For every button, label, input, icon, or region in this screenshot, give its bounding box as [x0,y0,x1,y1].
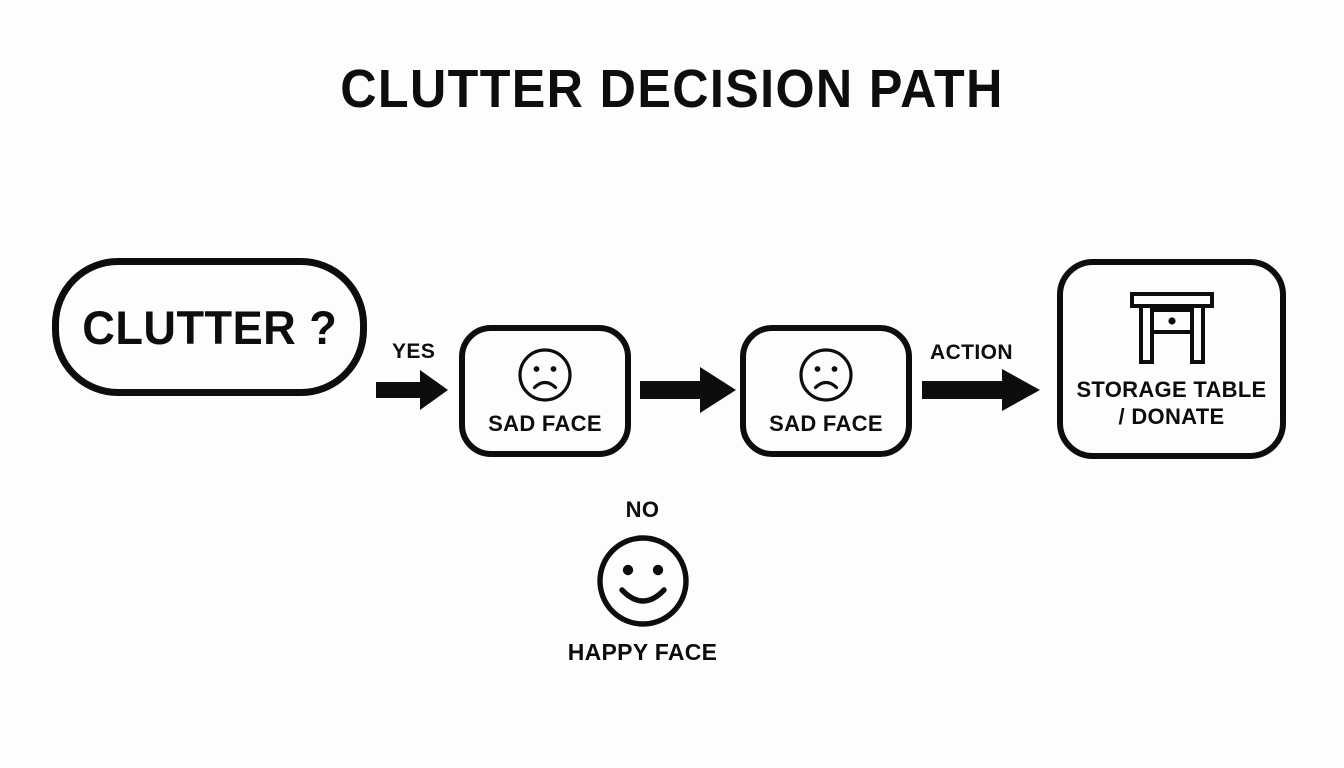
node-storage-table-donate-label: STORAGE TABLE / DONATE [1076,376,1266,431]
sad-face-icon [797,346,855,404]
node-sad-face-2[interactable]: SAD FACE [740,325,912,457]
arrow-yes [376,370,448,410]
edge-label-action: ACTION [930,341,1013,364]
arrow-middle [640,367,736,413]
sad-face-icon [516,346,574,404]
arrow-action [922,369,1040,411]
storage-table-icon [1126,288,1218,368]
edge-label-yes: YES [392,340,436,363]
happy-face-icon [594,533,692,629]
node-sad-face-1-label: SAD FACE [488,410,602,436]
node-storage-table-donate[interactable]: STORAGE TABLE / DONATE [1057,259,1286,459]
page-title: CLUTTER DECISION PATH [340,59,1004,119]
branch-no-label: HAPPY FACE [567,639,718,665]
branch-no-happy-face[interactable]: NO HAPPY FACE [540,497,745,666]
node-clutter-label: CLUTTER ? [82,300,337,354]
node-storage-table-line1: STORAGE TABLE [1076,376,1267,402]
node-storage-table-line2: / DONATE [1118,404,1225,429]
branch-label-no: NO [625,497,660,522]
node-sad-face-1[interactable]: SAD FACE [459,325,631,457]
node-sad-face-2-label: SAD FACE [769,410,883,436]
node-clutter-question[interactable]: CLUTTER ? [52,258,367,396]
